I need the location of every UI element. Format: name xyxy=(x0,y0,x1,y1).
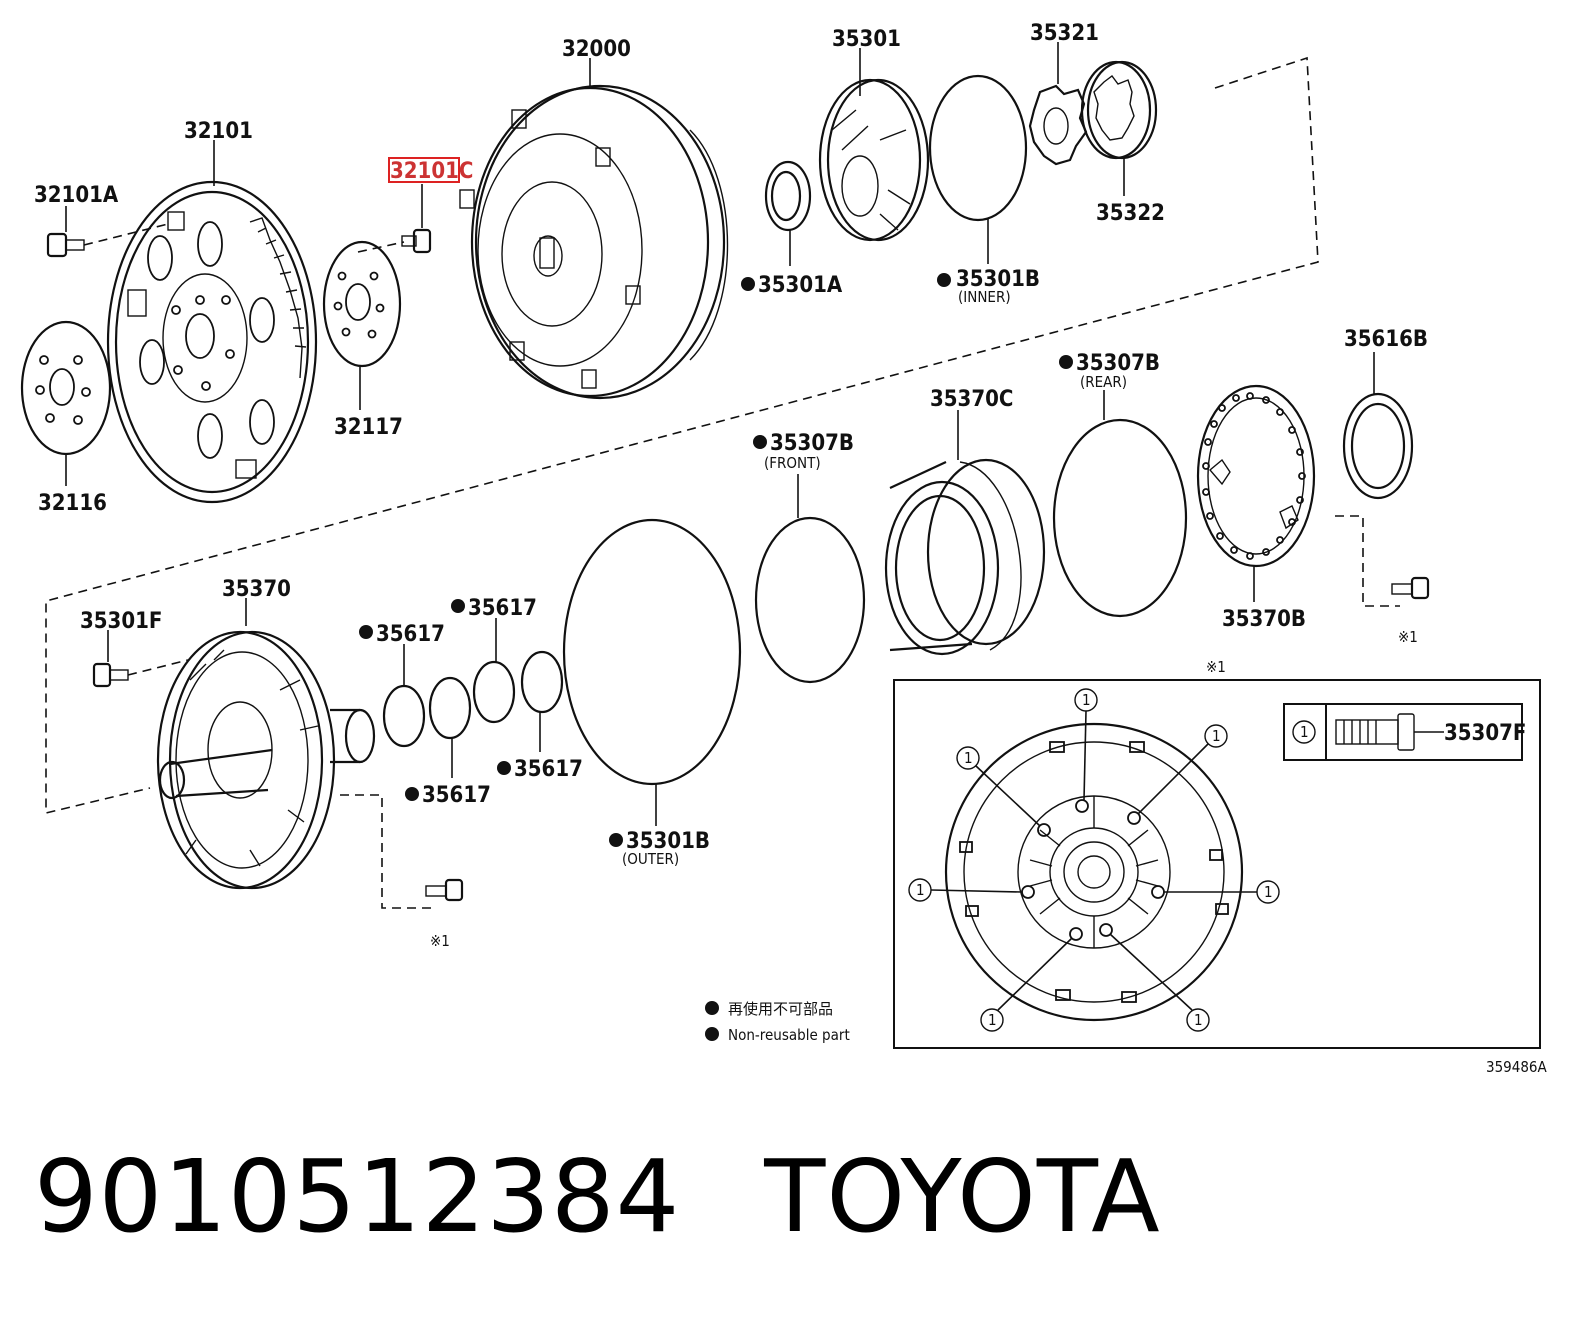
part-32117-spacer[interactable] xyxy=(322,240,402,368)
label-35307B-front-sub: (FRONT) xyxy=(764,454,821,472)
non-reusable-dot-35307B-front xyxy=(753,435,767,449)
detail-bolt-key-box: 1 35307F xyxy=(1283,703,1526,761)
part-35301B-inner-oring[interactable] xyxy=(928,74,1028,222)
label-35616B: 35616B xyxy=(1344,327,1428,352)
label-35307F: 35307F xyxy=(1444,721,1526,746)
non-reusable-dot-35617-a xyxy=(359,625,373,639)
part-35301B-outer-oring[interactable] xyxy=(562,518,742,786)
label-35301B-outer: 35301B xyxy=(626,829,710,854)
part-35307B-front-oring[interactable] xyxy=(754,516,866,684)
part-35370C-stator-shaft[interactable] xyxy=(884,458,1046,656)
footer-part-number: 9010512384 xyxy=(34,1138,681,1255)
label-32101C[interactable]: 32101C xyxy=(390,159,473,184)
label-35370B: 35370B xyxy=(1222,607,1306,632)
assembly-outline-right xyxy=(1335,515,1400,607)
label-35301B-inner-sub: (INNER) xyxy=(958,288,1011,306)
part-35617-seal-ring-b[interactable] xyxy=(428,676,472,740)
non-reusable-dot-35307B-rear xyxy=(1059,355,1073,369)
non-reusable-dot-35617-d xyxy=(497,761,511,775)
label-35617-b: 35617 xyxy=(468,596,537,621)
part-35321-drive-gear[interactable] xyxy=(1028,84,1088,166)
part-ref1-bolt-a[interactable] xyxy=(425,878,464,902)
label-35301F: 35301F xyxy=(80,609,162,634)
part-32101A-bolt[interactable] xyxy=(46,232,85,258)
label-35301A: 35301A xyxy=(758,273,843,298)
footer-brand: TOYOTA xyxy=(764,1138,1161,1255)
legend-text-jp: 再使用不可部品 xyxy=(728,1000,833,1018)
part-35617-seal-ring-a[interactable] xyxy=(382,684,426,748)
detail-marker: 1 xyxy=(964,749,973,767)
part-35617-seal-ring-d[interactable] xyxy=(520,650,564,714)
label-32117: 32117 xyxy=(334,415,403,440)
label-35301B-outer-sub: (OUTER) xyxy=(622,850,679,868)
label-32000: 32000 xyxy=(562,37,631,62)
label-35321: 35321 xyxy=(1030,21,1099,46)
label-35301: 35301 xyxy=(832,27,901,52)
detail-marker: 1 xyxy=(1082,691,1091,709)
label-32116: 32116 xyxy=(38,491,107,516)
part-32101-drive-plate[interactable] xyxy=(106,180,318,504)
detail-marker: 1 xyxy=(1264,883,1273,901)
label-35617-c: 35617 xyxy=(422,783,491,808)
detail-pump-front-view[interactable] xyxy=(944,722,1244,1022)
part-35301-oil-pump-body[interactable] xyxy=(818,78,930,242)
label-32101A: 32101A xyxy=(34,183,119,208)
part-35322-driven-gear[interactable] xyxy=(1080,60,1158,160)
detail-inset-box xyxy=(893,679,1541,1049)
label-35617-d: 35617 xyxy=(514,757,583,782)
label-35301B-inner: 35301B xyxy=(956,267,1040,292)
non-reusable-dot-35617-b xyxy=(451,599,465,613)
part-ref1-bolt-b[interactable] xyxy=(1391,576,1430,600)
label-35307B-front: 35307B xyxy=(770,431,854,456)
legend-dot-jp xyxy=(705,1001,719,1015)
non-reusable-dot-35301B-inner xyxy=(937,273,951,287)
label-32101: 32101 xyxy=(184,119,253,144)
label-35307B-rear-sub: (REAR) xyxy=(1080,373,1127,391)
part-32101C-bolt[interactable] xyxy=(401,228,432,254)
part-32116-plate[interactable] xyxy=(20,320,112,456)
assembly-outline-upper xyxy=(45,56,1319,815)
part-35301F-bolt[interactable] xyxy=(92,662,129,688)
highlight-box-32101C xyxy=(388,157,460,183)
part-35301A-oil-seal[interactable] xyxy=(764,160,812,232)
detail-bolt-markers: 1 1 1 1 1 1 1 xyxy=(908,688,1280,1032)
legend-text-en: Non-reusable part xyxy=(728,1026,850,1044)
diagram-code: 359486A xyxy=(1486,1058,1548,1076)
legend-dot-en xyxy=(705,1027,719,1041)
assembly-outline-lower xyxy=(340,794,432,909)
part-35616B-snap-ring[interactable] xyxy=(1342,392,1414,500)
footer-caption: 9010512384 TOYOTA xyxy=(34,1138,1161,1255)
non-reusable-dot-35617-c xyxy=(405,787,419,801)
key-marker: 1 xyxy=(1300,723,1309,741)
non-reusable-dot-35301B-outer xyxy=(609,833,623,847)
label-35370: 35370 xyxy=(222,577,291,602)
part-35307B-rear-oring[interactable] xyxy=(1052,418,1188,618)
ref-note-1-a: ※1 xyxy=(430,932,450,950)
ref-note-1-b: ※1 xyxy=(1398,628,1418,646)
detail-marker: 1 xyxy=(1194,1011,1203,1029)
label-35617-a: 35617 xyxy=(376,622,445,647)
part-32000-torque-converter[interactable] xyxy=(459,84,729,400)
detail-marker: 1 xyxy=(916,881,925,899)
non-reusable-dot-35301A xyxy=(741,277,755,291)
label-35370C: 35370C xyxy=(930,387,1013,412)
label-35307B-rear: 35307B xyxy=(1076,351,1160,376)
detail-marker: 1 xyxy=(988,1011,997,1029)
legend: 再使用不可部品 Non-reusable part xyxy=(705,1000,850,1044)
label-35322: 35322 xyxy=(1096,201,1165,226)
detail-marker: 1 xyxy=(1212,727,1221,745)
part-35617-seal-ring-c[interactable] xyxy=(472,660,516,724)
ref-note-1-c: ※1 xyxy=(1206,658,1226,676)
part-35370-pump-assembly[interactable] xyxy=(156,630,376,890)
part-35370B-stator-support[interactable] xyxy=(1196,384,1316,568)
